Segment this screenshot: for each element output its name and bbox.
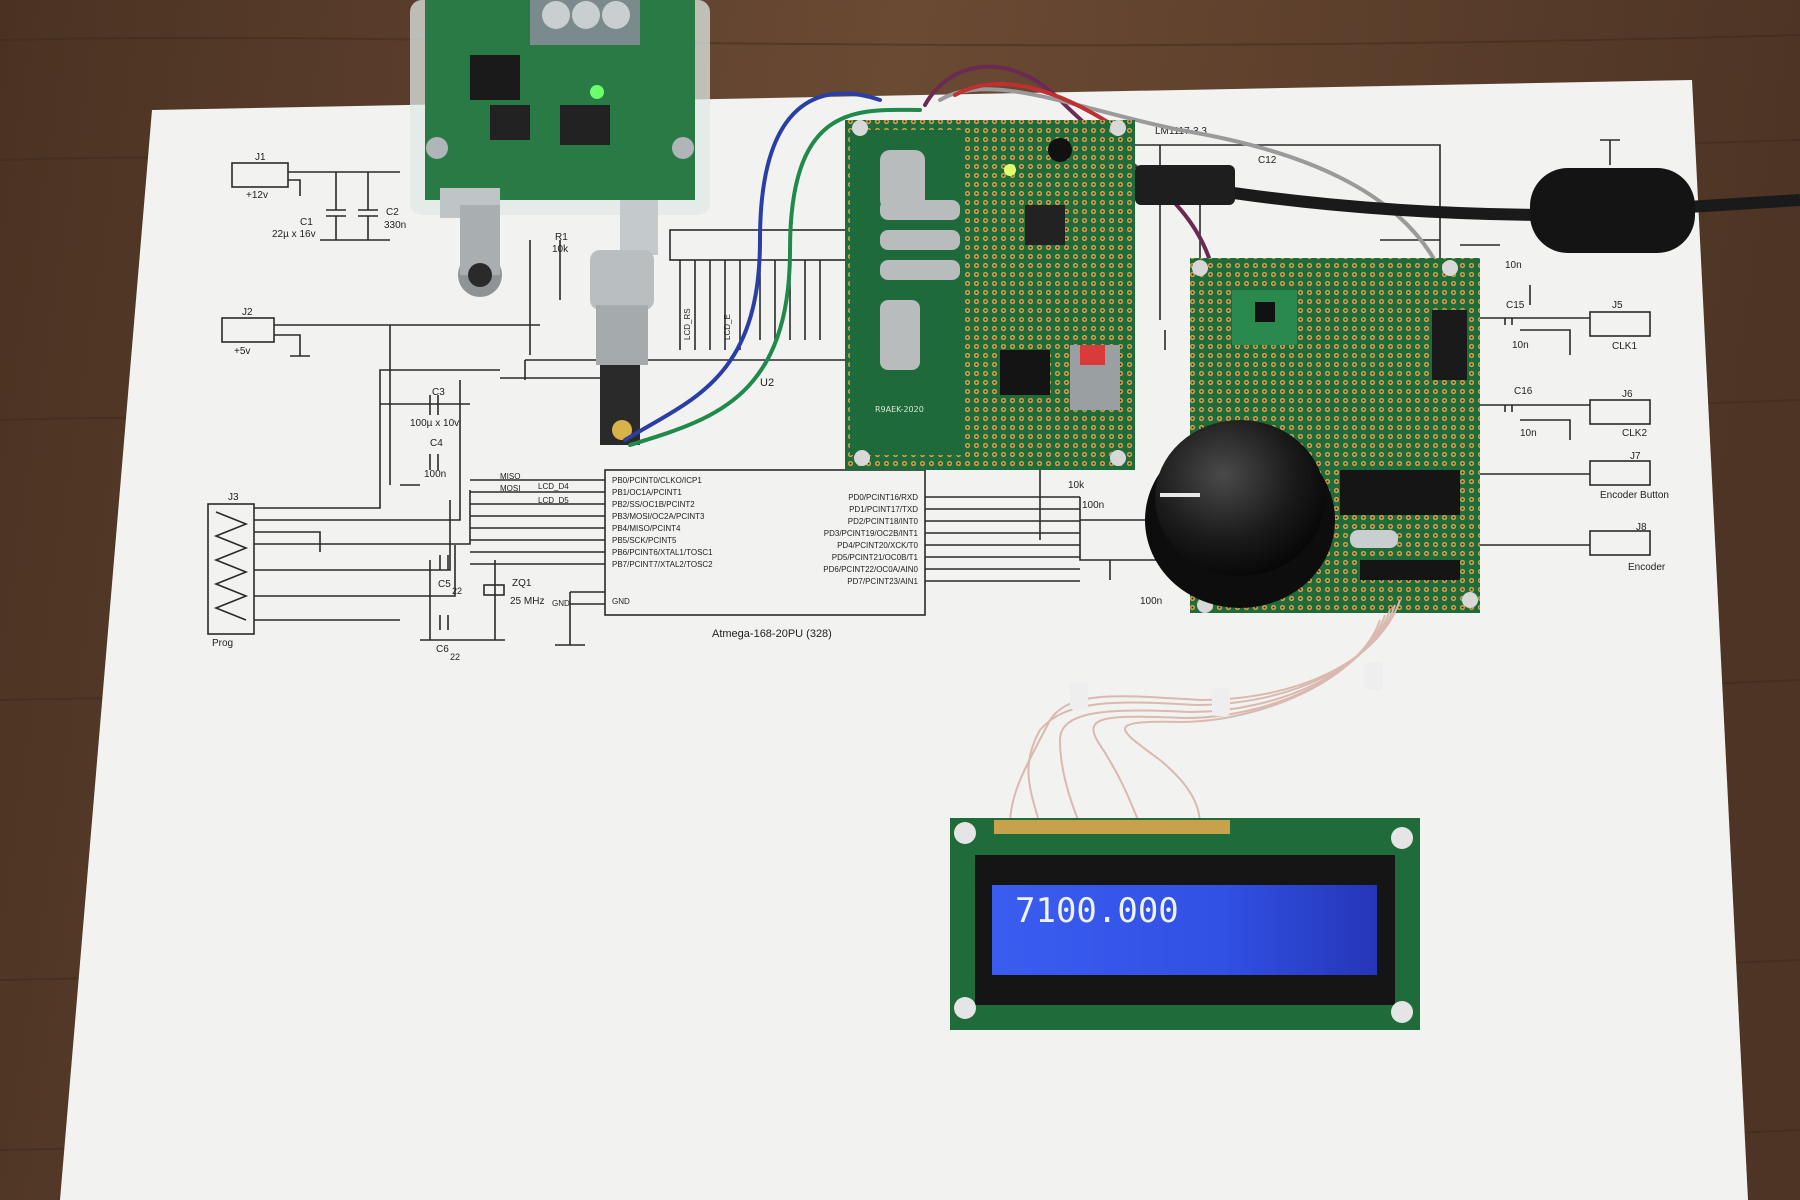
pin-pd2: PD2/PCINT18/INT0 — [848, 517, 919, 526]
cable-tie-3 — [1365, 662, 1383, 690]
sdr-receiver-board — [410, 0, 710, 215]
pin-pb4: PB4/MISO/PCINT4 — [612, 524, 681, 533]
bnc-connector-right — [590, 200, 658, 445]
lcd-screen — [992, 885, 1377, 975]
lcd-wire-harness — [1009, 599, 1401, 826]
label-c4: C4 — [430, 438, 443, 449]
label-j3: J3 — [228, 492, 239, 503]
label-j2-voltage: +5v — [234, 346, 250, 357]
label-r1: R1 — [555, 232, 568, 243]
label-lcd-e: LCD_E — [723, 314, 732, 340]
label-c12-value: 10n — [1505, 260, 1522, 271]
label-c12: C12 — [1258, 155, 1277, 166]
label-c2-value: 330n — [384, 220, 406, 231]
label-c5: C5 — [438, 579, 451, 590]
label-encoder-button: Encoder Button — [1600, 490, 1669, 501]
pin-pb2: PB2/SS/OC1B/PCINT2 — [612, 500, 695, 509]
label-clk1: CLK1 — [1612, 341, 1637, 352]
ferrite-bead — [1530, 168, 1695, 253]
schematic-wiring — [207, 139, 1651, 646]
label-c4-value: 100n — [424, 469, 446, 480]
label-zq1-value: 25 MHz — [510, 596, 544, 607]
label-j7: J7 — [1630, 451, 1641, 462]
label-prog: Prog — [212, 638, 233, 649]
pin-pb1: PB1/OC1A/PCINT1 — [612, 488, 682, 497]
power-led-icon — [590, 85, 604, 99]
label-lcd-d5: LCD_D5 — [538, 496, 569, 505]
mcu-pin-labels-d: PD0/PCINT16/RXD PD1/PCINT17/TXD PD2/PCIN… — [823, 493, 918, 586]
label-mcu: Atmega-168-20PU (328) — [712, 628, 832, 640]
label-c5-value: 22 — [452, 586, 462, 596]
label-j8: J8 — [1636, 522, 1647, 533]
label-c2: C2 — [386, 207, 399, 218]
label-c15-value: 10n — [1512, 340, 1529, 351]
pin-gnd: GND — [612, 597, 630, 606]
label-c6-value: 22 — [450, 652, 460, 662]
usb-plug — [1135, 165, 1235, 205]
pin-pd1: PD1/PCINT17/TXD — [849, 505, 918, 514]
label-c1-value: 22µ x 16v — [272, 229, 316, 240]
label-gnd: GND — [552, 599, 570, 608]
label-lcd-rs: LCD_RS — [683, 308, 692, 340]
label-zq1: ZQ1 — [512, 578, 532, 589]
label-miso: MISO — [500, 472, 520, 481]
label-r1-value: 10k — [552, 244, 569, 255]
label-c15: C15 — [1506, 300, 1525, 311]
pin-pd0: PD0/PCINT16/RXD — [848, 493, 918, 502]
label-c16: C16 — [1514, 386, 1533, 397]
label-j6: J6 — [1622, 389, 1633, 400]
label-clk2: CLK2 — [1622, 428, 1647, 439]
label-c3-value: 100µ x 10v — [410, 418, 459, 429]
pin-pd7: PD7/PCINT23/AIN1 — [847, 577, 918, 586]
mcu-pin-labels-b: PB0/PCINT0/CLKO/ICP1 PB1/OC1A/PCINT1 PB2… — [612, 476, 713, 569]
vco-board: R9AEK-2020 — [845, 120, 1135, 470]
label-c6: C6 — [436, 644, 449, 655]
pin-pb7: PB7/PCINT7/XTAL2/TOSC2 — [612, 560, 713, 569]
label-u2: U2 — [760, 377, 774, 389]
pin-pd6: PD6/PCINT22/OC0A/AIN0 — [823, 565, 918, 574]
pin-pb6: PB6/PCINT6/XTAL1/TOSC1 — [612, 548, 713, 557]
label-lcd-d4: LCD_D4 — [538, 482, 569, 491]
label-c3: C3 — [432, 387, 445, 398]
pin-pd4: PD4/PCINT20/XCK/T0 — [837, 541, 918, 550]
frequency-readout: 7100.000 — [1015, 891, 1179, 931]
bnc-connector-left — [440, 188, 502, 297]
pin-pb3: PB3/MOSI/OC2A/PCINT3 — [612, 512, 705, 521]
lcd-module: 7100.000 — [950, 818, 1420, 1030]
cable-tie-2 — [1212, 688, 1230, 716]
label-100n-a: 100n — [1082, 500, 1104, 511]
label-j5: J5 — [1612, 300, 1623, 311]
label-c1: C1 — [300, 217, 313, 228]
label-j2: J2 — [242, 307, 253, 318]
cable-tie-1 — [1070, 682, 1088, 710]
label-mosi: MOSI — [500, 484, 520, 493]
label-100n-b: 100n — [1140, 596, 1162, 607]
label-10k: 10k — [1068, 480, 1085, 491]
label-j1: J1 — [255, 152, 266, 163]
label-j1-voltage: +12v — [246, 190, 268, 201]
label-encoder: Encoder — [1628, 562, 1666, 573]
pin-pb5: PB5/SCK/PCINT5 — [612, 536, 677, 545]
label-c16-value: 10n — [1520, 428, 1537, 439]
tuning-knob[interactable] — [1145, 420, 1335, 608]
pin-pd3: PD3/PCINT19/OC2B/INT1 — [824, 529, 919, 538]
pin-pb0: PB0/PCINT0/CLKO/ICP1 — [612, 476, 702, 485]
board-marking: R9AEK-2020 — [875, 405, 924, 414]
pin-pd5: PD5/PCINT21/OC0B/T1 — [832, 553, 919, 562]
